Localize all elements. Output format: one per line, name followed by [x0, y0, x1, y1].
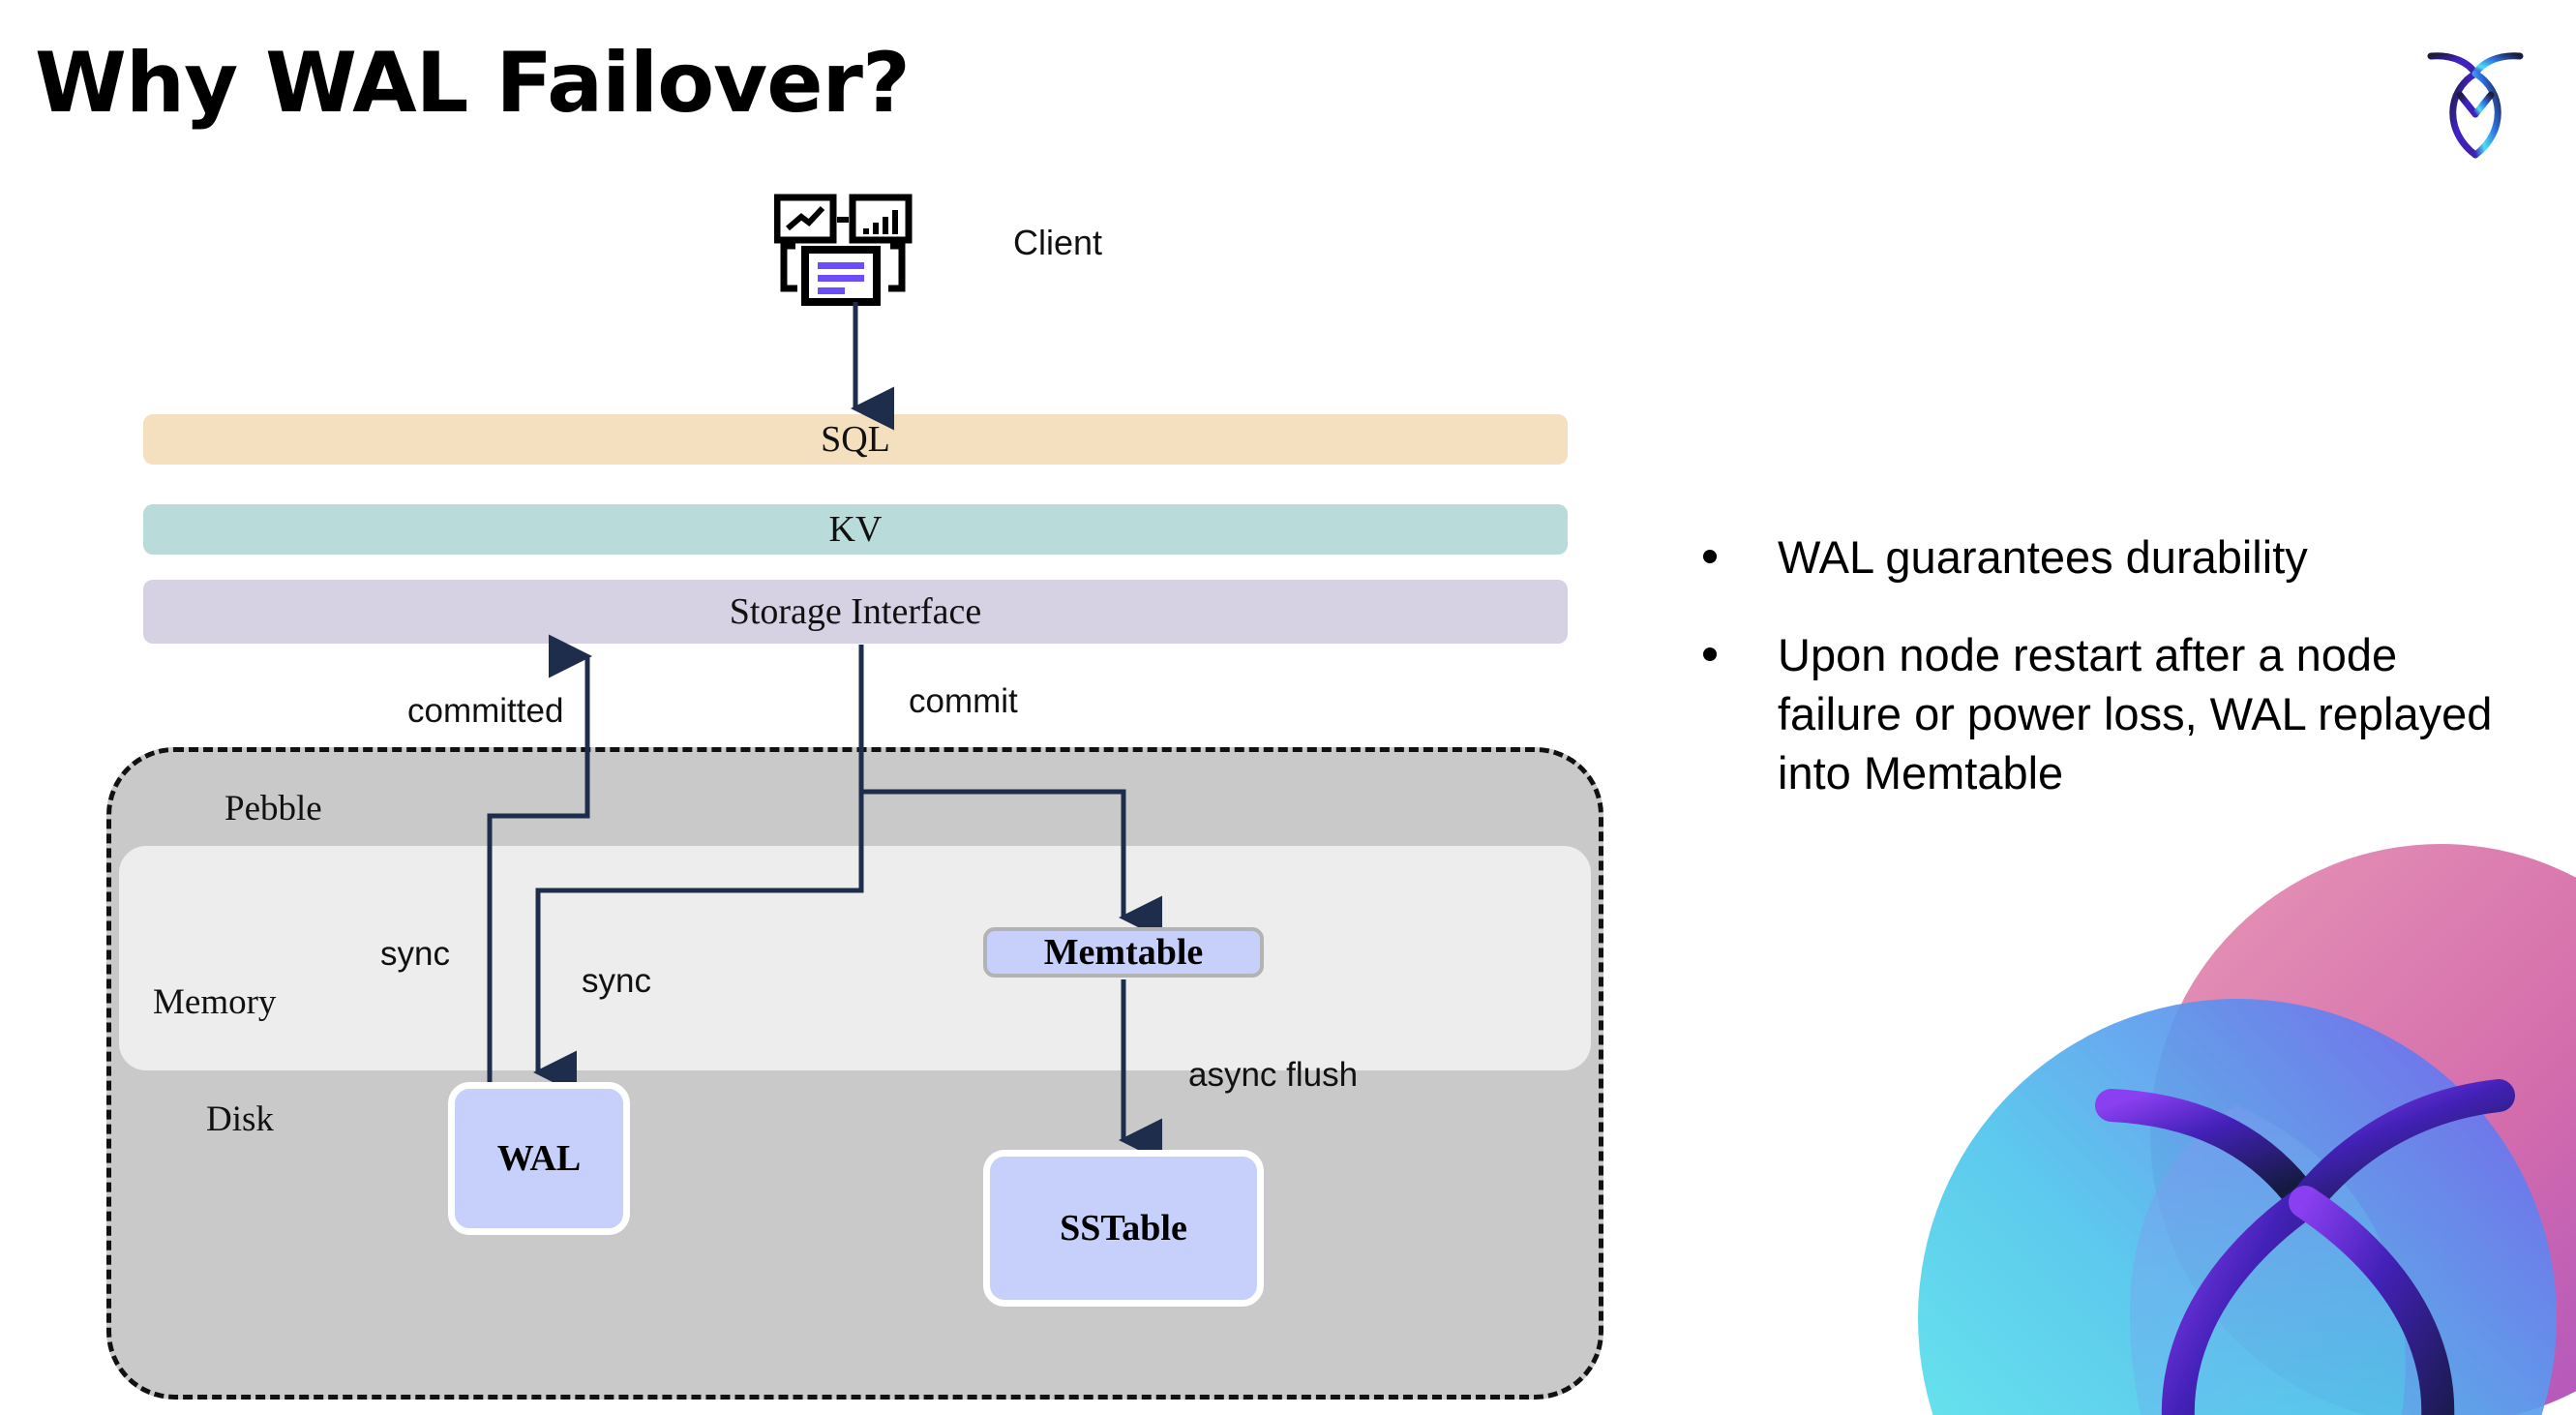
memtable-label: Memtable: [1043, 932, 1204, 973]
bullet-dot-icon: [1703, 550, 1717, 563]
sstable-label: SSTable: [1060, 1208, 1187, 1249]
layer-label-kv: KV: [828, 509, 883, 550]
bullet-text: Upon node restart after a node failure o…: [1778, 629, 2493, 799]
decorative-watermark: [1918, 844, 2576, 1415]
edge-label-committed: committed: [407, 692, 564, 730]
edge-label-sync-right: sync: [582, 962, 651, 1000]
sstable-box: SSTable: [983, 1150, 1264, 1307]
disk-label: Disk: [206, 1099, 274, 1139]
client-label: Client: [1013, 223, 1103, 262]
cockroachdb-logo: [2427, 52, 2524, 159]
layer-bar-storage-interface: Storage Interface: [143, 580, 1568, 644]
wal-label: WAL: [496, 1138, 582, 1179]
list-item: WAL guarantees durability: [1703, 527, 2516, 587]
client-dashboard-icon: [774, 194, 913, 306]
memory-region: [119, 846, 1591, 1070]
memory-label: Memory: [153, 982, 277, 1022]
bullet-list: WAL guarantees durability Upon node rest…: [1703, 527, 2516, 841]
list-item: Upon node restart after a node failure o…: [1703, 625, 2516, 802]
memtable-box: Memtable: [983, 927, 1264, 978]
pebble-label: Pebble: [225, 789, 322, 828]
bullet-dot-icon: [1703, 647, 1717, 662]
edge-label-commit: commit: [909, 682, 1018, 720]
layer-label-storage-interface: Storage Interface: [729, 591, 982, 632]
layer-bar-sql: SQL: [143, 414, 1568, 465]
edge-label-async-flush: async flush: [1188, 1056, 1359, 1094]
edge-label-sync-left: sync: [380, 935, 450, 973]
layer-bar-kv: KV: [143, 504, 1568, 555]
wal-box: WAL: [448, 1082, 630, 1235]
layer-label-sql: SQL: [821, 419, 890, 460]
page-title: Why WAL Failover?: [35, 35, 911, 132]
bullet-text: WAL guarantees durability: [1778, 531, 2308, 583]
